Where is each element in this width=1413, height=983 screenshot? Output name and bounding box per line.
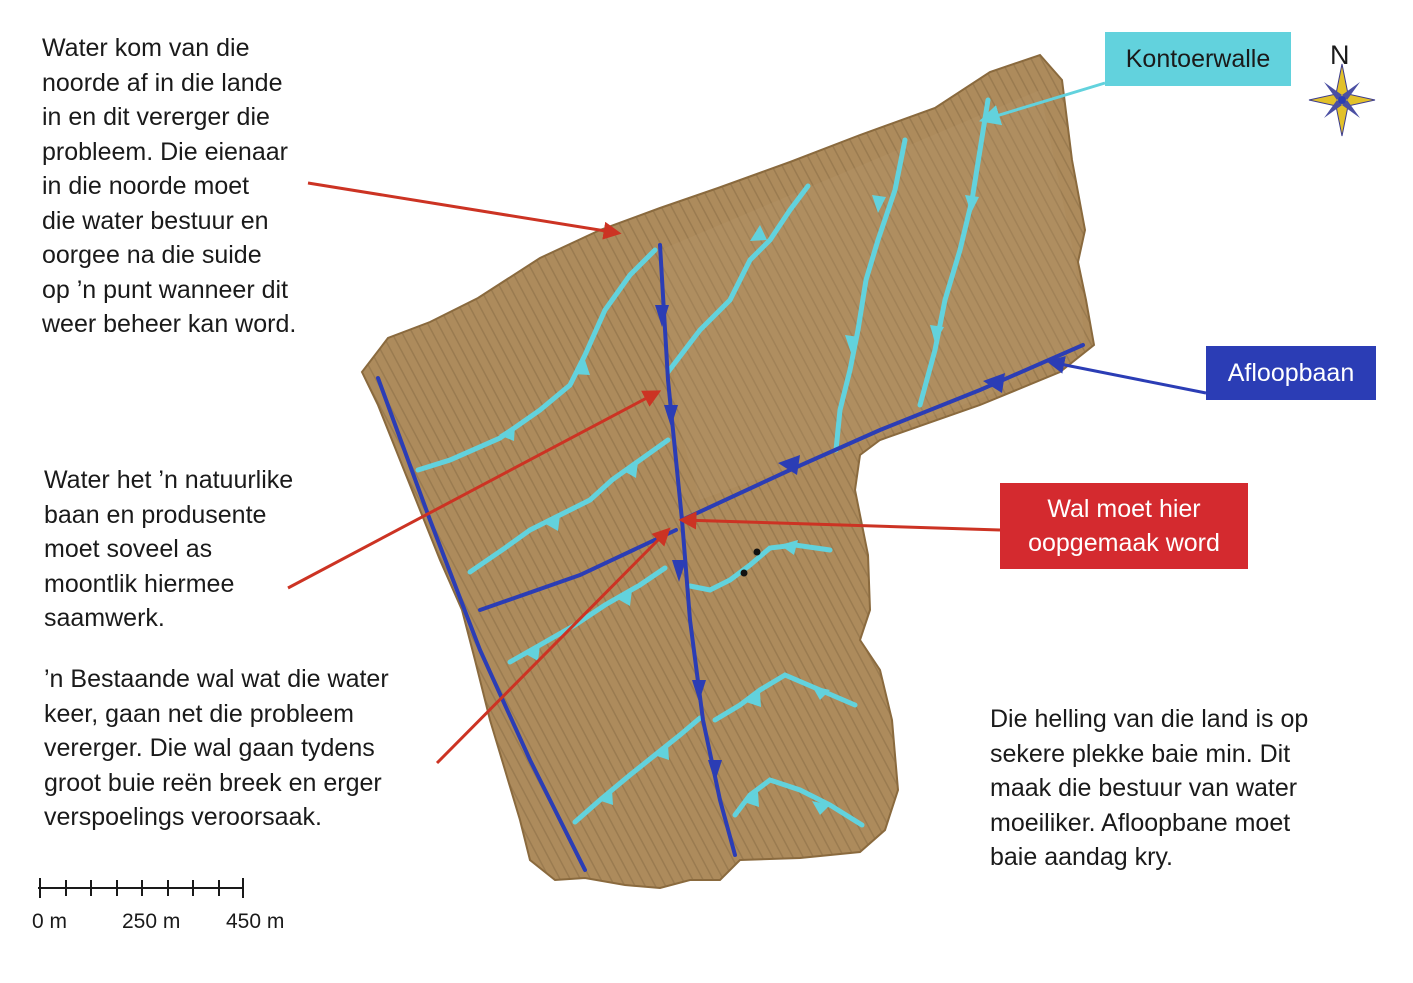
flow-arrow-icon xyxy=(655,305,669,327)
flow-arrow-icon xyxy=(746,692,761,707)
callout-arrow-natural xyxy=(287,390,662,590)
contour-walls xyxy=(415,97,991,828)
scale-label-mid: 250 m xyxy=(122,910,181,933)
flow-arrow-icon xyxy=(708,760,722,782)
flow-arrow-icon xyxy=(499,425,515,441)
callout-arrow-wall xyxy=(435,527,671,765)
contour-walls-label: Kontoerwalle xyxy=(1125,44,1271,73)
flow-arrow-icon xyxy=(692,680,706,702)
farm-field xyxy=(360,53,1096,890)
flow-arrow-icon xyxy=(778,455,800,475)
contour-line xyxy=(732,777,865,828)
flow-arrow-icon xyxy=(845,335,859,353)
flow-arrow-icon xyxy=(622,462,638,478)
compass-rose-icon xyxy=(1308,63,1376,137)
callout-arrows xyxy=(287,81,1207,765)
callout-arrow-contour xyxy=(978,81,1106,126)
flow-arrow-icon xyxy=(872,195,886,213)
scale-label-start: 0 m xyxy=(32,910,68,933)
flow-arrow-icon xyxy=(672,560,686,582)
drainage-channel-label: Afloopbaan xyxy=(1227,358,1355,387)
flow-arrow-icon xyxy=(744,792,759,807)
annotation-natural-path: Water het ’n natuurlike baan en produsen… xyxy=(44,466,294,632)
flow-arrow-icon xyxy=(965,195,979,213)
flow-arrow-icon xyxy=(780,540,798,555)
annotation-slope: Die helling van die land is op sekere pl… xyxy=(990,705,1309,871)
flow-arrow-icon xyxy=(544,515,560,531)
drainage-channels xyxy=(376,243,1085,872)
breach-point-label: Wal moet hier oopgemaak word xyxy=(1028,495,1220,557)
drainage-line xyxy=(478,528,678,612)
flow-arrow-icon xyxy=(750,225,767,241)
callout-arrow-north xyxy=(307,181,622,240)
drainage-line xyxy=(680,343,1085,522)
contour-flow-arrows xyxy=(499,195,979,815)
drainage-label-box xyxy=(1206,346,1376,400)
flow-arrow-icon xyxy=(654,745,669,760)
scale-bar xyxy=(38,878,244,898)
annotation-north-water: Water kom van die noorde af in die lande… xyxy=(42,34,297,338)
flow-arrow-icon xyxy=(812,801,830,815)
flow-arrow-icon xyxy=(664,405,678,427)
flow-arrow-icon xyxy=(598,790,613,805)
scale-label-end: 450 m xyxy=(226,910,285,933)
marker-dot xyxy=(753,548,761,556)
flow-arrow-icon xyxy=(573,360,590,375)
contour-line xyxy=(917,97,991,408)
drainage-flow-arrows xyxy=(655,305,1005,782)
annotation-existing-wall: ’n Bestaande wal wat die water keer, gaa… xyxy=(44,665,389,831)
drainage-line xyxy=(658,243,737,857)
flow-arrow-icon xyxy=(812,686,830,700)
contour-line xyxy=(572,715,703,825)
contour-line xyxy=(665,183,811,375)
callout-arrow-breach xyxy=(678,511,1001,532)
callout-arrow-drainage xyxy=(1046,355,1207,395)
flow-arrow-icon xyxy=(524,645,540,661)
field-overlay-lighter xyxy=(660,90,1085,500)
compass-north-label: N xyxy=(1330,40,1350,70)
flow-arrow-icon xyxy=(930,325,944,343)
drainage-line xyxy=(376,376,587,872)
contour-line xyxy=(833,137,908,453)
contour-label-box xyxy=(1105,32,1291,86)
breach-label-box xyxy=(1000,483,1248,569)
marker-dot xyxy=(740,569,748,577)
flow-arrow-icon xyxy=(983,373,1005,393)
contour-line xyxy=(415,247,658,473)
flow-arrow-icon xyxy=(616,590,632,606)
